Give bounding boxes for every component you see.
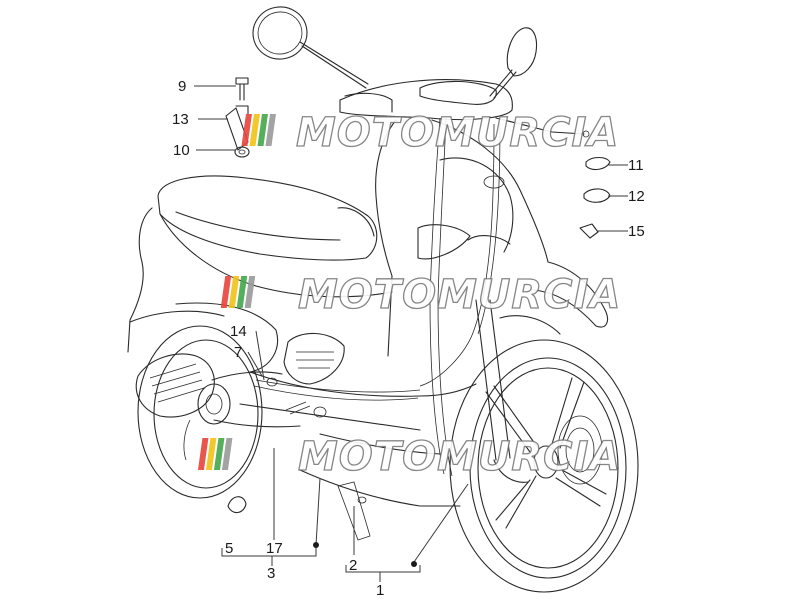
callout-2: 2 [349, 557, 357, 574]
nut-10 [234, 146, 250, 158]
watermark-middle: MOTOMURCIA [220, 271, 621, 319]
watermark-top: MOTOMURCIA [241, 109, 619, 157]
leader-lines [194, 85, 628, 582]
callout-12: 12 [628, 188, 645, 205]
left-mirror [252, 6, 369, 89]
cable-clamp-icon [579, 223, 599, 239]
watermark-stripes [241, 114, 276, 146]
rear-wheel [137, 325, 263, 499]
clip-ring-icon [585, 156, 611, 171]
right-mirror [489, 27, 538, 99]
clamp-15 [579, 223, 599, 239]
callout-17: 17 [266, 540, 283, 557]
callout-labels: 9 13 10 11 12 15 14 7 5 17 3 2 1 [172, 78, 645, 599]
ring-12 [583, 188, 611, 203]
watermark-text: MOTOMURCIA [296, 110, 619, 156]
callout-10: 10 [173, 142, 190, 159]
exhaust [135, 353, 301, 428]
watermark-text: MOTOMURCIA [298, 272, 621, 318]
watermark-stripes [197, 438, 233, 470]
watermark-bottom: MOTOMURCIA [197, 433, 621, 481]
bolt-icon [235, 77, 249, 101]
callout-15: 15 [628, 223, 645, 240]
nut-icon [234, 146, 250, 158]
callout-9: 9 [178, 78, 186, 95]
callout-11: 11 [628, 157, 644, 174]
bolt-9 [235, 77, 249, 101]
watermark-stripes [220, 276, 256, 308]
callout-3: 3 [267, 565, 275, 582]
scooter-illustration [127, 6, 639, 593]
callout-14: 14 [230, 323, 247, 340]
clip-ring-icon [583, 188, 611, 203]
clip-ring-icon [227, 496, 247, 514]
callout-1: 1 [376, 582, 384, 599]
ring-5 [227, 496, 247, 514]
callout-13: 13 [172, 111, 189, 128]
watermark-text: MOTOMURCIA [298, 434, 621, 480]
callout-7: 7 [234, 344, 242, 361]
ring-11 [585, 156, 611, 171]
callout-5: 5 [225, 540, 233, 557]
